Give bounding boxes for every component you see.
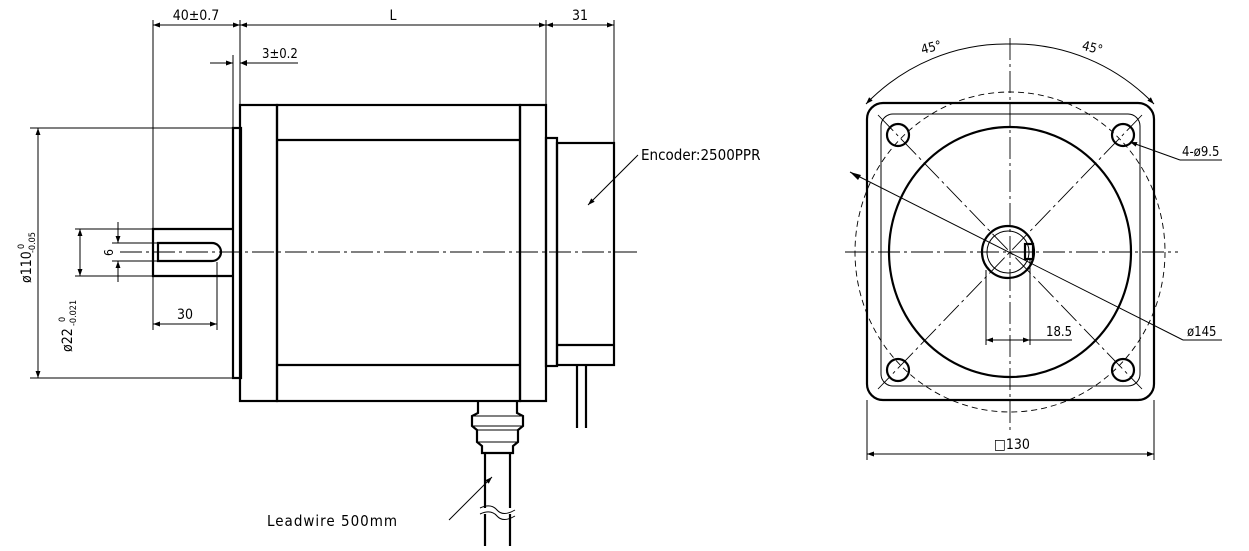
cable-gland <box>470 401 525 455</box>
angle-right: 45° <box>1080 39 1104 59</box>
rear-end-cap <box>518 103 548 403</box>
shaft-keyway <box>156 241 223 263</box>
leadwire-label: Leadwire 500mm <box>267 512 398 530</box>
encoder-label: Encoder:2500PPR <box>641 146 760 164</box>
dim-body-diameter: ø110 <box>19 251 35 283</box>
mounting-hole-top-left <box>885 122 911 148</box>
dim-key-width: 6 <box>102 249 116 256</box>
dim-encoder-length: 31 <box>572 8 588 24</box>
dim-shaft-diameter-upper-tol: 0 <box>58 317 68 322</box>
shaft <box>151 227 233 278</box>
mounting-hole-top-right <box>1110 122 1136 148</box>
encoder-housing <box>555 141 616 367</box>
mounting-holes-label: 4-ø9.5 <box>1182 145 1219 160</box>
dim-shaft-diameter: ø22 <box>60 328 76 352</box>
side-view: 40±0.7 L 31 3±0.2 ø110 0 -0.05 ø22 0 -0.… <box>17 8 760 546</box>
dim-flange-step: 3±0.2 <box>262 47 298 62</box>
front-end-cap <box>238 103 279 403</box>
mounting-hole-bottom-left <box>885 357 911 383</box>
shaft-key-flat <box>1023 242 1035 261</box>
flange-square-inner <box>880 113 1141 387</box>
angle-arc <box>865 43 1155 105</box>
front-view: 45° 45° 4-ø9.5 ø145 18.5 □130 <box>845 38 1222 460</box>
bolt-circle-label: ø145 <box>1187 325 1216 340</box>
shaft-end-inner <box>986 230 1030 274</box>
dim-body-diameter-lower-tol: -0.05 <box>28 232 38 253</box>
dim-flange-square: □130 <box>994 437 1030 453</box>
dim-body-diameter-upper-tol: 0 <box>17 244 27 249</box>
motor-body <box>275 103 522 403</box>
mounting-hole-bottom-right <box>1110 357 1136 383</box>
lead-wire <box>479 453 516 546</box>
dim-shaft-flat: 18.5 <box>1046 325 1072 340</box>
dim-body-length: L <box>389 8 396 24</box>
dim-shaft-diameter-lower-tol: -0.021 <box>69 300 79 326</box>
dim-shaft-length: 40±0.7 <box>173 8 220 24</box>
angle-left: 45° <box>920 38 944 58</box>
pilot-circle <box>887 125 1133 379</box>
dim-key-length: 30 <box>177 307 193 323</box>
